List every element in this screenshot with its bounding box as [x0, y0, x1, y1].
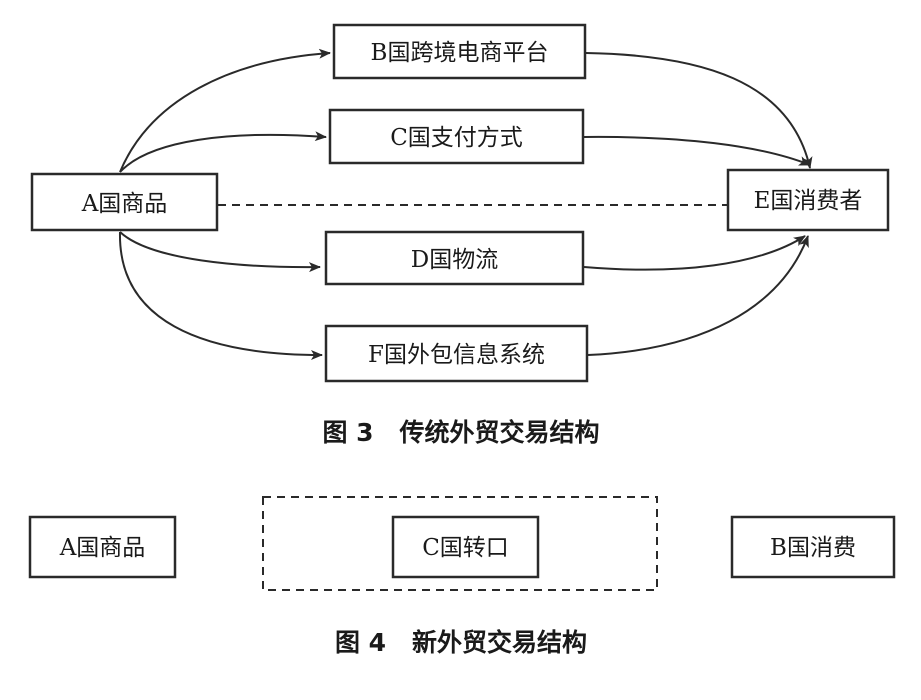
figure4-caption: 图 4 新外贸交易结构: [335, 628, 587, 657]
node-a-label: A国商品: [81, 191, 168, 217]
figure3-caption-label: 图 3: [322, 418, 373, 447]
fig4-node-b-label: B国消费: [770, 535, 856, 561]
node-d-logistics: D国物流: [324, 230, 585, 286]
node-c-payment: C国支付方式: [328, 108, 585, 165]
edge-a-to-d: [119, 231, 321, 273]
edge-f-to-e: [587, 235, 809, 356]
node-b-label: B国跨境电商平台: [371, 40, 549, 66]
edge-d-to-e: [583, 235, 806, 271]
figure4-caption-label: 图 4: [335, 628, 386, 657]
node-c-label: C国支付方式: [390, 125, 523, 151]
edge-c-to-e: [583, 135, 811, 166]
node-a-goods-fig4: A国商品: [28, 515, 177, 579]
node-b-platform: B国跨境电商平台: [332, 23, 587, 80]
figure4-caption-title: 新外贸交易结构: [412, 628, 587, 657]
node-c-transit: C国转口: [391, 515, 540, 579]
fig4-node-a-label: A国商品: [59, 535, 146, 561]
edge-a-to-c: [119, 131, 327, 173]
node-e-consumer: E国消费者: [726, 168, 890, 232]
node-b-consumption: B国消费: [730, 515, 896, 579]
node-f-label: F国外包信息系统: [368, 342, 545, 368]
figure4: A国商品 C国转口 B国消费 图 4 新外贸交易结构: [28, 496, 896, 657]
edge-a-to-b: [119, 48, 331, 173]
fig4-node-c-label: C国转口: [422, 535, 509, 561]
figure3: A国商品 B国跨境电商平台 C国支付方式 D国物流 F国外包信息系统 E国消费者…: [30, 23, 890, 447]
node-e-label: E国消费者: [754, 188, 863, 214]
edge-b-to-e: [585, 52, 813, 169]
transit-container-dashed: [262, 496, 658, 591]
figure3-caption: 图 3 传统外贸交易结构: [322, 418, 599, 447]
node-f-info-system: F国外包信息系统: [324, 324, 589, 383]
node-d-label: D国物流: [411, 247, 498, 273]
figure3-caption-title: 传统外贸交易结构: [399, 418, 600, 447]
edge-a-to-f: [118, 231, 323, 360]
node-a-goods: A国商品: [30, 172, 219, 232]
